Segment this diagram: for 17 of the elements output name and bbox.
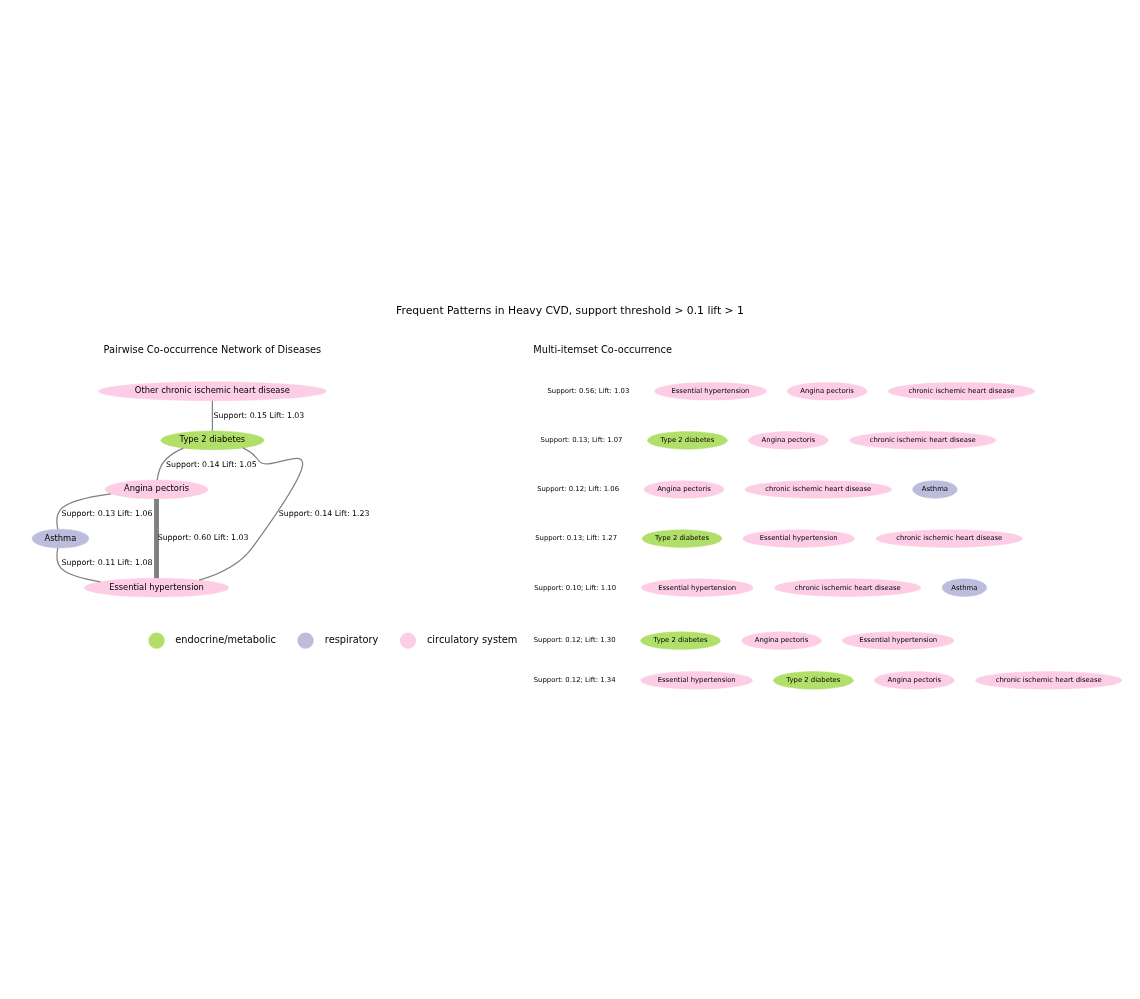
connector — [56, 546, 101, 582]
legend-label: respiratory — [324, 633, 379, 645]
node-ellipse: Essential hypertension — [84, 577, 229, 597]
legend-label: endocrine/metabolic — [175, 633, 276, 645]
node-ellipse: Type 2 diabetes — [160, 430, 265, 450]
diagram-title: Frequent Patterns in Heavy CVD, support threshold > 0.1 lift > 1 — [396, 303, 744, 317]
connector — [198, 446, 303, 581]
node-ellipse: Angina pectoris — [104, 479, 209, 499]
legend-label: circulatory system — [426, 633, 518, 645]
connector — [156, 447, 184, 481]
node-ellipse: Other chronic ischemic heart disease — [98, 381, 327, 401]
label: Pairwise Co-occurrence Network of Diseases — [103, 343, 322, 355]
node-ellipse: Asthma — [31, 528, 90, 548]
label: Multi-itemset Co-occurrence — [533, 343, 672, 355]
connector — [56, 492, 112, 530]
connector — [211, 399, 213, 431]
connector — [154, 498, 159, 578]
